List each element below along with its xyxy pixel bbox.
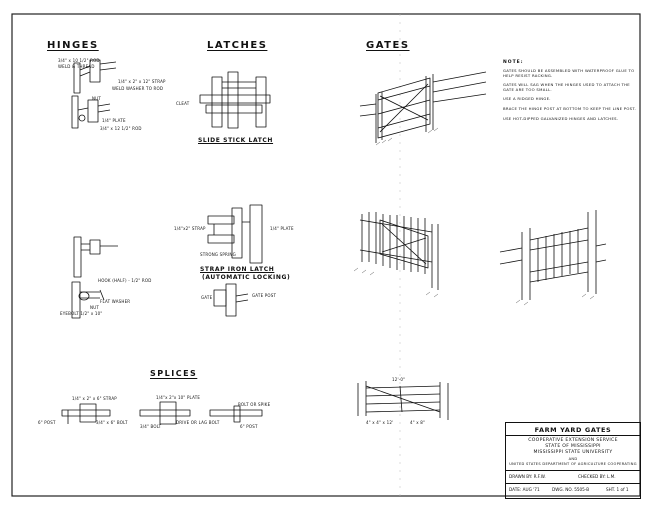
hinge-drawing-bottom [71,236,118,319]
notes-title: NOTE: [503,60,524,65]
org-usda: UNITED STATES DEPARTMENT OF AGRICULTURE … [509,462,637,466]
hinge-label-rod: 3/4" x 10 1/2" ROD [58,58,100,63]
splice-label-plate: 1/4"x 2"x 10" PLATE [156,395,201,400]
note-item: Use a ridged hinge. [503,96,551,102]
org-state: STATE OF MISSISSIPPI [545,444,601,449]
hinge-drawing-top [71,59,117,129]
hinge-label-nut: NUT [92,96,101,101]
gate-label-dim3: 4" x 8" [410,420,426,425]
gate-perspective-drawing [359,71,487,143]
farm-gate-drawing [357,381,449,420]
splice-label-spike: BOLT OR SPIKE [238,402,271,407]
splice-label-bolt2: 3/4" BOLT [140,424,162,429]
splice-label-strap: 1/4" x 2" x 6" STRAP [72,396,117,401]
latch-label-strap: 1/4"x2" STRAP [174,226,206,231]
gate-label-dim1: 12'-0" [392,377,406,382]
hinges-heading: HINGES [47,40,99,51]
sheet-number: SHT. 1 of 1 [606,487,629,492]
latches-heading: LATCHES [207,40,268,51]
note-item: Brace the hinge post at bottom to keep t… [503,105,637,111]
splice-label-post2: 6" POST [240,424,258,429]
drawing-number: DWG. NO. 5505-B [552,487,590,492]
hinge-label-rod2: 3/4" x 12 1/2" ROD [100,126,142,131]
drawing-date: DATE: AUG '71 [509,487,540,492]
picket-gate-drawing [359,212,439,290]
hinge-label-weld: WELD & THREAD [58,64,95,69]
checked-by: CHECKED BY: L.M. [578,474,616,479]
sheet-border [11,13,641,497]
org-and: AND [568,457,578,461]
strap-iron-latch-title: STRAP IRON LATCH [200,266,275,273]
title-block-divider [506,483,640,484]
hinge-label-flat-washer: FLAT WASHER [100,299,131,304]
hinge-label-washer: WELD WASHER TO ROD [112,86,164,91]
hinge-label-eyebolt: EYEBOLT 1/2" x 10" [60,311,103,316]
note-item: Use hot-dipped galvanized hinges and lat… [503,115,619,121]
splice-label-lag: DRIVE OR LAG BOLT [176,420,220,425]
hinge-label-plate: 1/4" PLATE [102,118,126,123]
hinge-label-nut2: NUT [90,305,99,310]
strap-iron-latch-drawing [207,204,263,317]
drawn-by: DRAWN BY: R.F.W. [509,474,546,479]
splices-heading: SPLICES [150,369,198,378]
splice-label-post1: 6" POST [38,420,56,425]
note-item: Gates will sag when the hinges used to a… [503,82,630,92]
title-block: FARM YARD GATES COOPERATIVE EXTENSION SE… [505,422,641,499]
gates-heading: GATES [366,40,410,51]
hinge-label-hook: HOOK (HALF) - 1/2" ROD [98,278,152,283]
title-block-divider [506,470,640,471]
hinge-label-strap: 1/4" x 2" x 12" STRAP [118,79,166,84]
splice-label-bolt1: 3/4" x 6" BOLT [96,420,128,425]
vertical-gate-drawing [499,210,607,300]
latch-label-spring: STRONG SPRING [200,252,236,257]
latch-label-gate: GATE [201,295,213,300]
strap-iron-latch-subtitle: (AUTOMATIC LOCKING) [202,274,291,281]
slide-stick-latch-title: SLIDE STICK LATCH [198,137,274,144]
org-university: MISSISSIPPI STATE UNIVERSITY [533,450,613,455]
latch-label-plate: 1/4" PLATE [270,226,294,231]
splice-drawings [61,401,263,425]
org-extension: COOPERATIVE EXTENSION SERVICE [528,438,618,443]
ground-hatching [353,127,595,306]
notes-block: NOTE: Gates should be assembled with wat… [503,60,638,126]
latch-label-cleat: CLEAT [176,101,190,106]
note-item: Gates should be assembled with waterproo… [503,68,635,78]
latch-label-gate-post: GATE POST [252,293,277,298]
gate-label-dim2: 4" x 4" x 12' [366,420,394,425]
slide-stick-latch-drawing [199,71,271,129]
drawing-title: FARM YARD GATES [506,425,640,436]
